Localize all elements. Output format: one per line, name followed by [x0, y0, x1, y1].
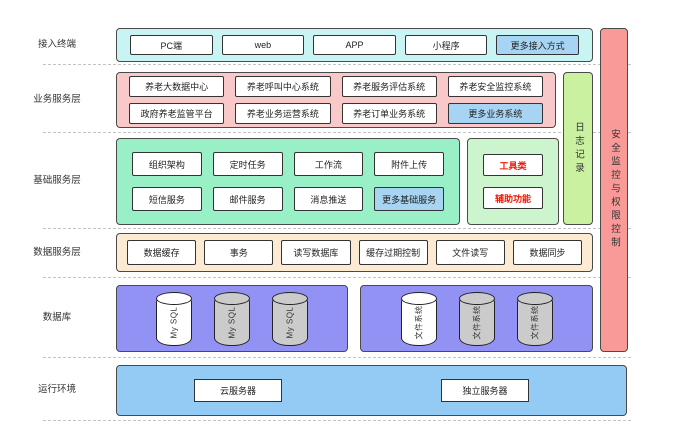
business-row-1: 养老大数据中心 养老呼叫中心系统 养老服务评估系统 养老安全监控系统 [129, 76, 543, 97]
separator-line [43, 357, 631, 358]
layer-label-foundation: 基础服务层 [33, 175, 81, 186]
access-item-more: 更多接入方式 [496, 35, 579, 55]
data-item-data-sync: 数据同步 [512, 240, 583, 265]
log-record-bar: 日志记录 [563, 72, 593, 225]
business-item-gov-platform: 政府养老监管平台 [129, 103, 225, 124]
access-item-app: APP [313, 35, 396, 55]
cylinder-label: 文件系统 [530, 305, 539, 340]
business-item-bigdata: 养老大数据中心 [129, 76, 225, 97]
layer-label-database: 数据库 [42, 312, 72, 323]
data-item-transaction: 事务 [204, 240, 274, 265]
cylinder-top [156, 291, 192, 305]
business-row-2: 政府养老监管平台 养老业务运营系统 养老订单业务系统 更多业务系统 [129, 103, 543, 124]
foundation-item-sms: 短信服务 [132, 187, 202, 211]
foundation-item-upload: 附件上传 [374, 152, 444, 176]
tools-item-auxiliary: 辅助功能 [483, 187, 543, 209]
cylinder-label: My SQL [285, 306, 295, 339]
runtime-item-standalone-server: 独立服务器 [441, 379, 529, 402]
access-item-pc: PC端 [130, 35, 213, 55]
file-system-cylinder: 文件系统 [458, 291, 495, 346]
layer-label-data-service: 数据服务层 [33, 247, 81, 258]
business-item-more: 更多业务系统 [447, 103, 543, 124]
separator-line [43, 64, 631, 65]
layer-label-business: 业务服务层 [33, 94, 81, 105]
foundation-row-1: 组织架构 定时任务 工作流 附件上传 [132, 152, 444, 176]
log-record-label: 日志记录 [573, 121, 584, 176]
layer-label-runtime: 运行环境 [37, 384, 76, 395]
cylinder-label: My SQL [169, 306, 179, 339]
cylinder-top [272, 291, 308, 305]
access-layer-container: PC端 web APP 小程序 更多接入方式 [116, 28, 593, 62]
cylinder-label: My SQL [227, 306, 237, 339]
business-item-operation: 养老业务运营系统 [235, 103, 331, 124]
foundation-item-org: 组织架构 [132, 152, 202, 176]
tools-container: 工具类 辅助功能 [467, 138, 559, 225]
business-item-order: 养老订单业务系统 [341, 103, 437, 124]
mysql-cylinder: My SQL [156, 291, 192, 346]
cylinder-label: 文件系统 [472, 305, 481, 340]
cylinder-top [214, 291, 250, 305]
file-system-cylinder: 文件系统 [400, 291, 437, 346]
data-service-layer-container: 数据缓存 事务 读写数据库 缓存过期控制 文件读写 数据同步 [116, 233, 593, 272]
business-item-callcenter: 养老呼叫中心系统 [235, 76, 331, 97]
cylinder-top [458, 291, 495, 305]
cylinder-body [214, 297, 250, 346]
foundation-item-workflow: 工作流 [293, 152, 364, 176]
database-mysql-container: My SQL My SQL My SQL [116, 285, 348, 352]
security-permission-label: 安全监控与权限控制 [609, 129, 620, 251]
foundation-item-email: 邮件服务 [212, 187, 283, 211]
cylinder-top [516, 291, 553, 305]
separator-line [43, 132, 631, 133]
data-item-cache: 数据缓存 [127, 240, 197, 265]
cylinder-body [272, 297, 308, 346]
layer-label-access: 接入终端 [37, 39, 76, 50]
access-item-web: web [221, 35, 305, 55]
separator-line [43, 228, 631, 229]
mysql-cylinder: My SQL [214, 291, 250, 346]
data-item-file-io: 文件读写 [435, 240, 505, 265]
runtime-layer-container: 云服务器 独立服务器 [116, 365, 627, 416]
file-system-cylinder: 文件系统 [516, 291, 553, 346]
business-item-evaluation: 养老服务评估系统 [341, 76, 437, 97]
database-filesystem-container: 文件系统 文件系统 文件系统 [360, 285, 593, 352]
foundation-row-2: 短信服务 邮件服务 消息推送 更多基础服务 [132, 187, 444, 211]
business-layer-container: 养老大数据中心 养老呼叫中心系统 养老服务评估系统 养老安全监控系统 政府养老监… [116, 72, 556, 128]
foundation-item-scheduler: 定时任务 [212, 152, 283, 176]
cylinder-body [400, 297, 437, 346]
data-item-readwrite-db: 读写数据库 [281, 240, 351, 265]
cylinder-body [458, 297, 495, 346]
runtime-item-cloud-server: 云服务器 [194, 379, 282, 402]
separator-line [43, 420, 631, 421]
tools-item-toolbox: 工具类 [483, 154, 543, 176]
cylinder-body [516, 297, 553, 346]
foundation-item-more: 更多基础服务 [374, 187, 444, 211]
foundation-item-push: 消息推送 [293, 187, 364, 211]
data-item-cache-expire: 缓存过期控制 [358, 240, 428, 265]
mysql-cylinder: My SQL [272, 291, 308, 346]
foundation-layer-container: 组织架构 定时任务 工作流 附件上传 短信服务 邮件服务 消息推送 更多基础服务 [116, 138, 460, 225]
cylinder-top [400, 291, 437, 305]
separator-line [43, 277, 631, 278]
access-item-miniprogram: 小程序 [404, 35, 488, 55]
security-permission-bar: 安全监控与权限控制 [600, 28, 628, 352]
cylinder-label: 文件系统 [414, 305, 423, 340]
business-item-security-monitor: 养老安全监控系统 [447, 76, 543, 97]
